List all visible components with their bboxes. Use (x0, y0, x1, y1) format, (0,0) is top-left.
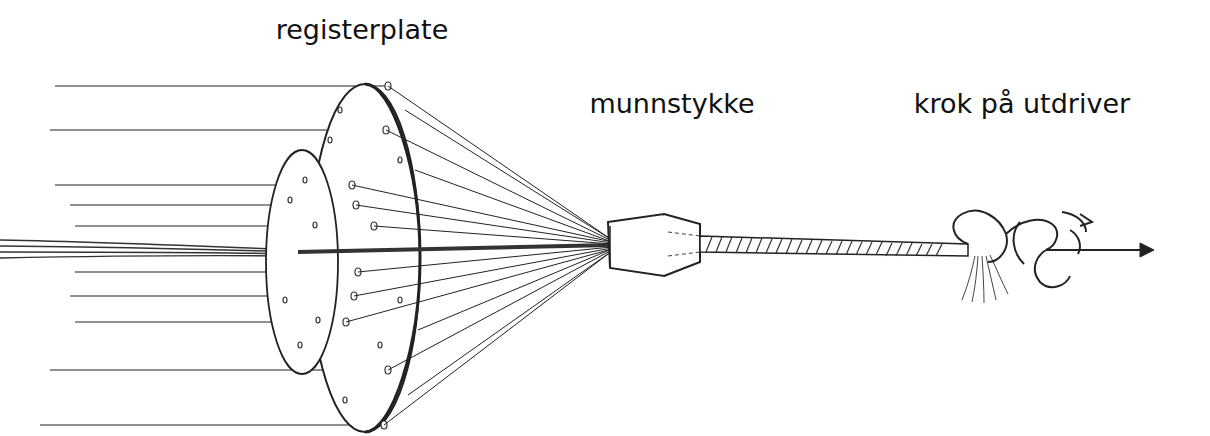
part-label: registerplate (273, 14, 452, 45)
part-label: krok på utdriver (911, 88, 1133, 119)
part-label: munnstykke (586, 88, 757, 119)
